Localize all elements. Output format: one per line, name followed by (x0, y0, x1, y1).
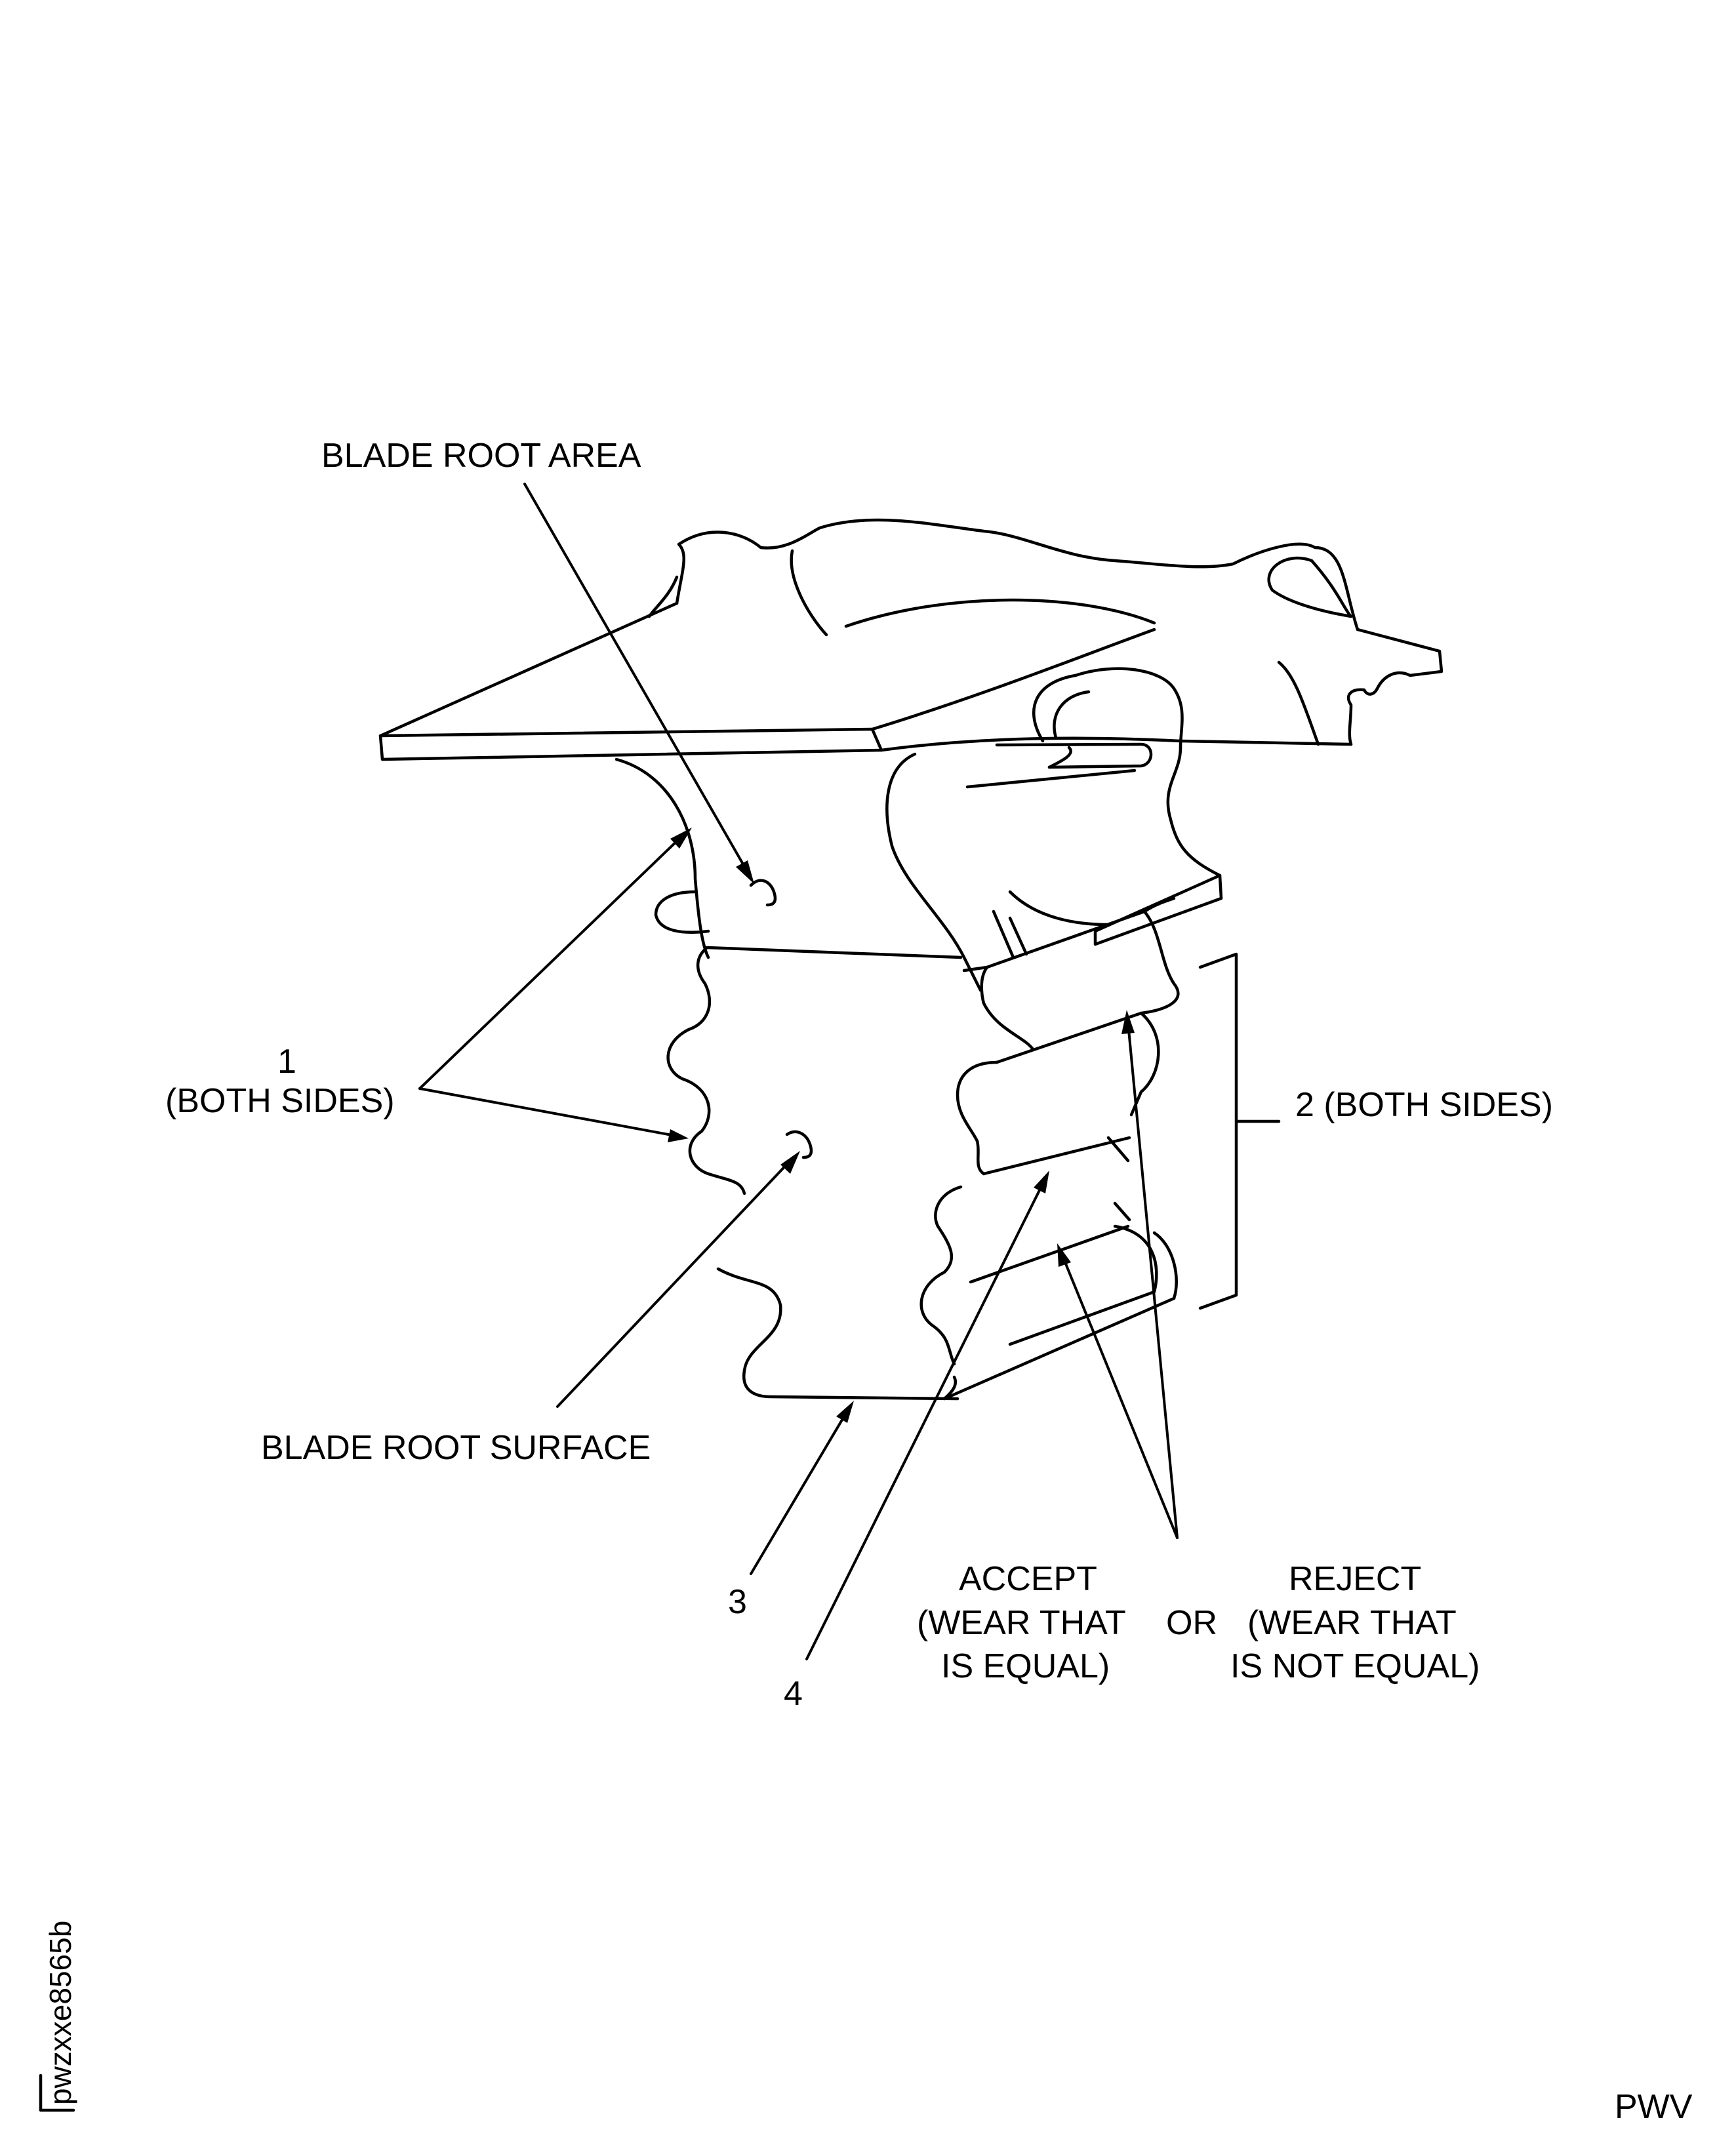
figure-id: pwzxxe8565b (43, 1921, 77, 2105)
arrowhead-item4 (1034, 1171, 1049, 1193)
bracket-item2 (1198, 952, 1238, 1310)
arrowhead-item1-upper (670, 828, 692, 849)
airfoil-inner-curve-1 (647, 575, 679, 618)
step-1-profile (1142, 896, 1176, 913)
arrowhead-blade-root-surface (780, 1151, 800, 1174)
root-top-edge (705, 946, 963, 959)
right-tip-inner (1277, 660, 1320, 746)
step-1-face (985, 910, 1180, 1064)
leader-item1-upper (418, 835, 683, 1090)
break-mark-upper (749, 879, 777, 907)
labels: BLADE ROOT AREA 1 (BOTH SIDES) 2 (BOTH S… (165, 437, 1553, 1713)
shank-left (615, 757, 710, 959)
slot-loop (1047, 746, 1072, 769)
label-or: OR (1166, 1604, 1217, 1642)
label-accept-line2: (WEAR THAT (917, 1604, 1126, 1642)
leader-accept-reject-a (1127, 1022, 1179, 1539)
label-accept-line3: IS EQUAL) (941, 1647, 1110, 1685)
shank-right (1166, 746, 1222, 877)
root-bottom-hook (942, 1375, 958, 1401)
slot-upper (995, 742, 1153, 769)
root-left-lower-profile (716, 1267, 959, 1401)
leader-item3 (750, 1412, 847, 1575)
shank-small-1 (992, 910, 1015, 959)
hook-inner (1053, 690, 1091, 740)
label-item3: 3 (728, 1583, 747, 1621)
shank-right-ledge (1093, 873, 1223, 946)
step-small-1 (1106, 1136, 1130, 1163)
step-3-right (1008, 1224, 1158, 1346)
label-blade-root-area: BLADE ROOT AREA (321, 437, 641, 475)
arrowhead-item1-lower (668, 1129, 689, 1142)
lower-lobe-right (1152, 1231, 1178, 1300)
shank-centre-left (885, 752, 982, 992)
leader-accept-reject-b (1061, 1254, 1179, 1539)
right-tip-plate (1346, 628, 1443, 746)
arrowhead-accept-reject-a (1121, 1010, 1135, 1034)
airfoil-notch (1267, 556, 1353, 618)
label-accept-line1: ACCEPT (959, 1560, 1097, 1598)
step-1 (962, 965, 1035, 1051)
label-blade-root-surface: BLADE ROOT SURFACE (261, 1429, 651, 1467)
figure-id-block: pwzxxe8565b (39, 1921, 77, 2112)
root-left-profile (666, 946, 746, 1195)
airfoil-inner-curve-2 (790, 549, 828, 637)
leader-blade-root-area (523, 483, 749, 873)
figure-id-corner-mark (39, 2073, 75, 2112)
shank-small-2 (1008, 916, 1028, 956)
label-reject-line2: (WEAR THAT (1247, 1604, 1457, 1642)
hook-outer (1032, 667, 1184, 750)
footer-code: PWV (1615, 2088, 1693, 2126)
slot-lower (965, 769, 1137, 789)
platform-front-left (378, 727, 883, 761)
arrowhead-accept-reject-b (1057, 1243, 1071, 1267)
airfoil-inner-curve-3 (844, 598, 1156, 628)
leader-blade-root-surface (556, 1159, 792, 1408)
break-mark-lower (785, 1130, 813, 1159)
label-reject-line1: REJECT (1289, 1560, 1421, 1598)
blade-outline (378, 518, 1443, 1401)
platform-top-left-edge (378, 601, 679, 738)
label-item2: 2 (BOTH SIDES) (1295, 1086, 1553, 1124)
label-item1-note: (BOTH SIDES) (165, 1082, 395, 1120)
step-small-2 (1113, 1201, 1131, 1222)
root-bottom-right (942, 1296, 1176, 1401)
leaders (418, 483, 1179, 1660)
label-reject-line3: IS NOT EQUAL) (1230, 1647, 1480, 1685)
step-2-face (982, 1136, 1131, 1176)
arrowhead-blade-root-area (736, 860, 754, 884)
left-upper-lobe (654, 890, 710, 934)
step-2 (956, 1060, 999, 1176)
shank-curve-inner (1008, 890, 1110, 927)
leader-item4 (805, 1182, 1044, 1660)
leader-item1-lower (418, 1087, 677, 1137)
label-item1-number: 1 (277, 1043, 296, 1081)
label-item4: 4 (784, 1675, 803, 1713)
platform-top-right-edge (870, 628, 1156, 731)
arrowhead-item3 (836, 1401, 854, 1423)
airfoil-upper-outline (675, 518, 1360, 631)
step-3 (919, 1185, 963, 1366)
step-2-right (1129, 1011, 1160, 1117)
step-3-face (969, 1224, 1130, 1284)
